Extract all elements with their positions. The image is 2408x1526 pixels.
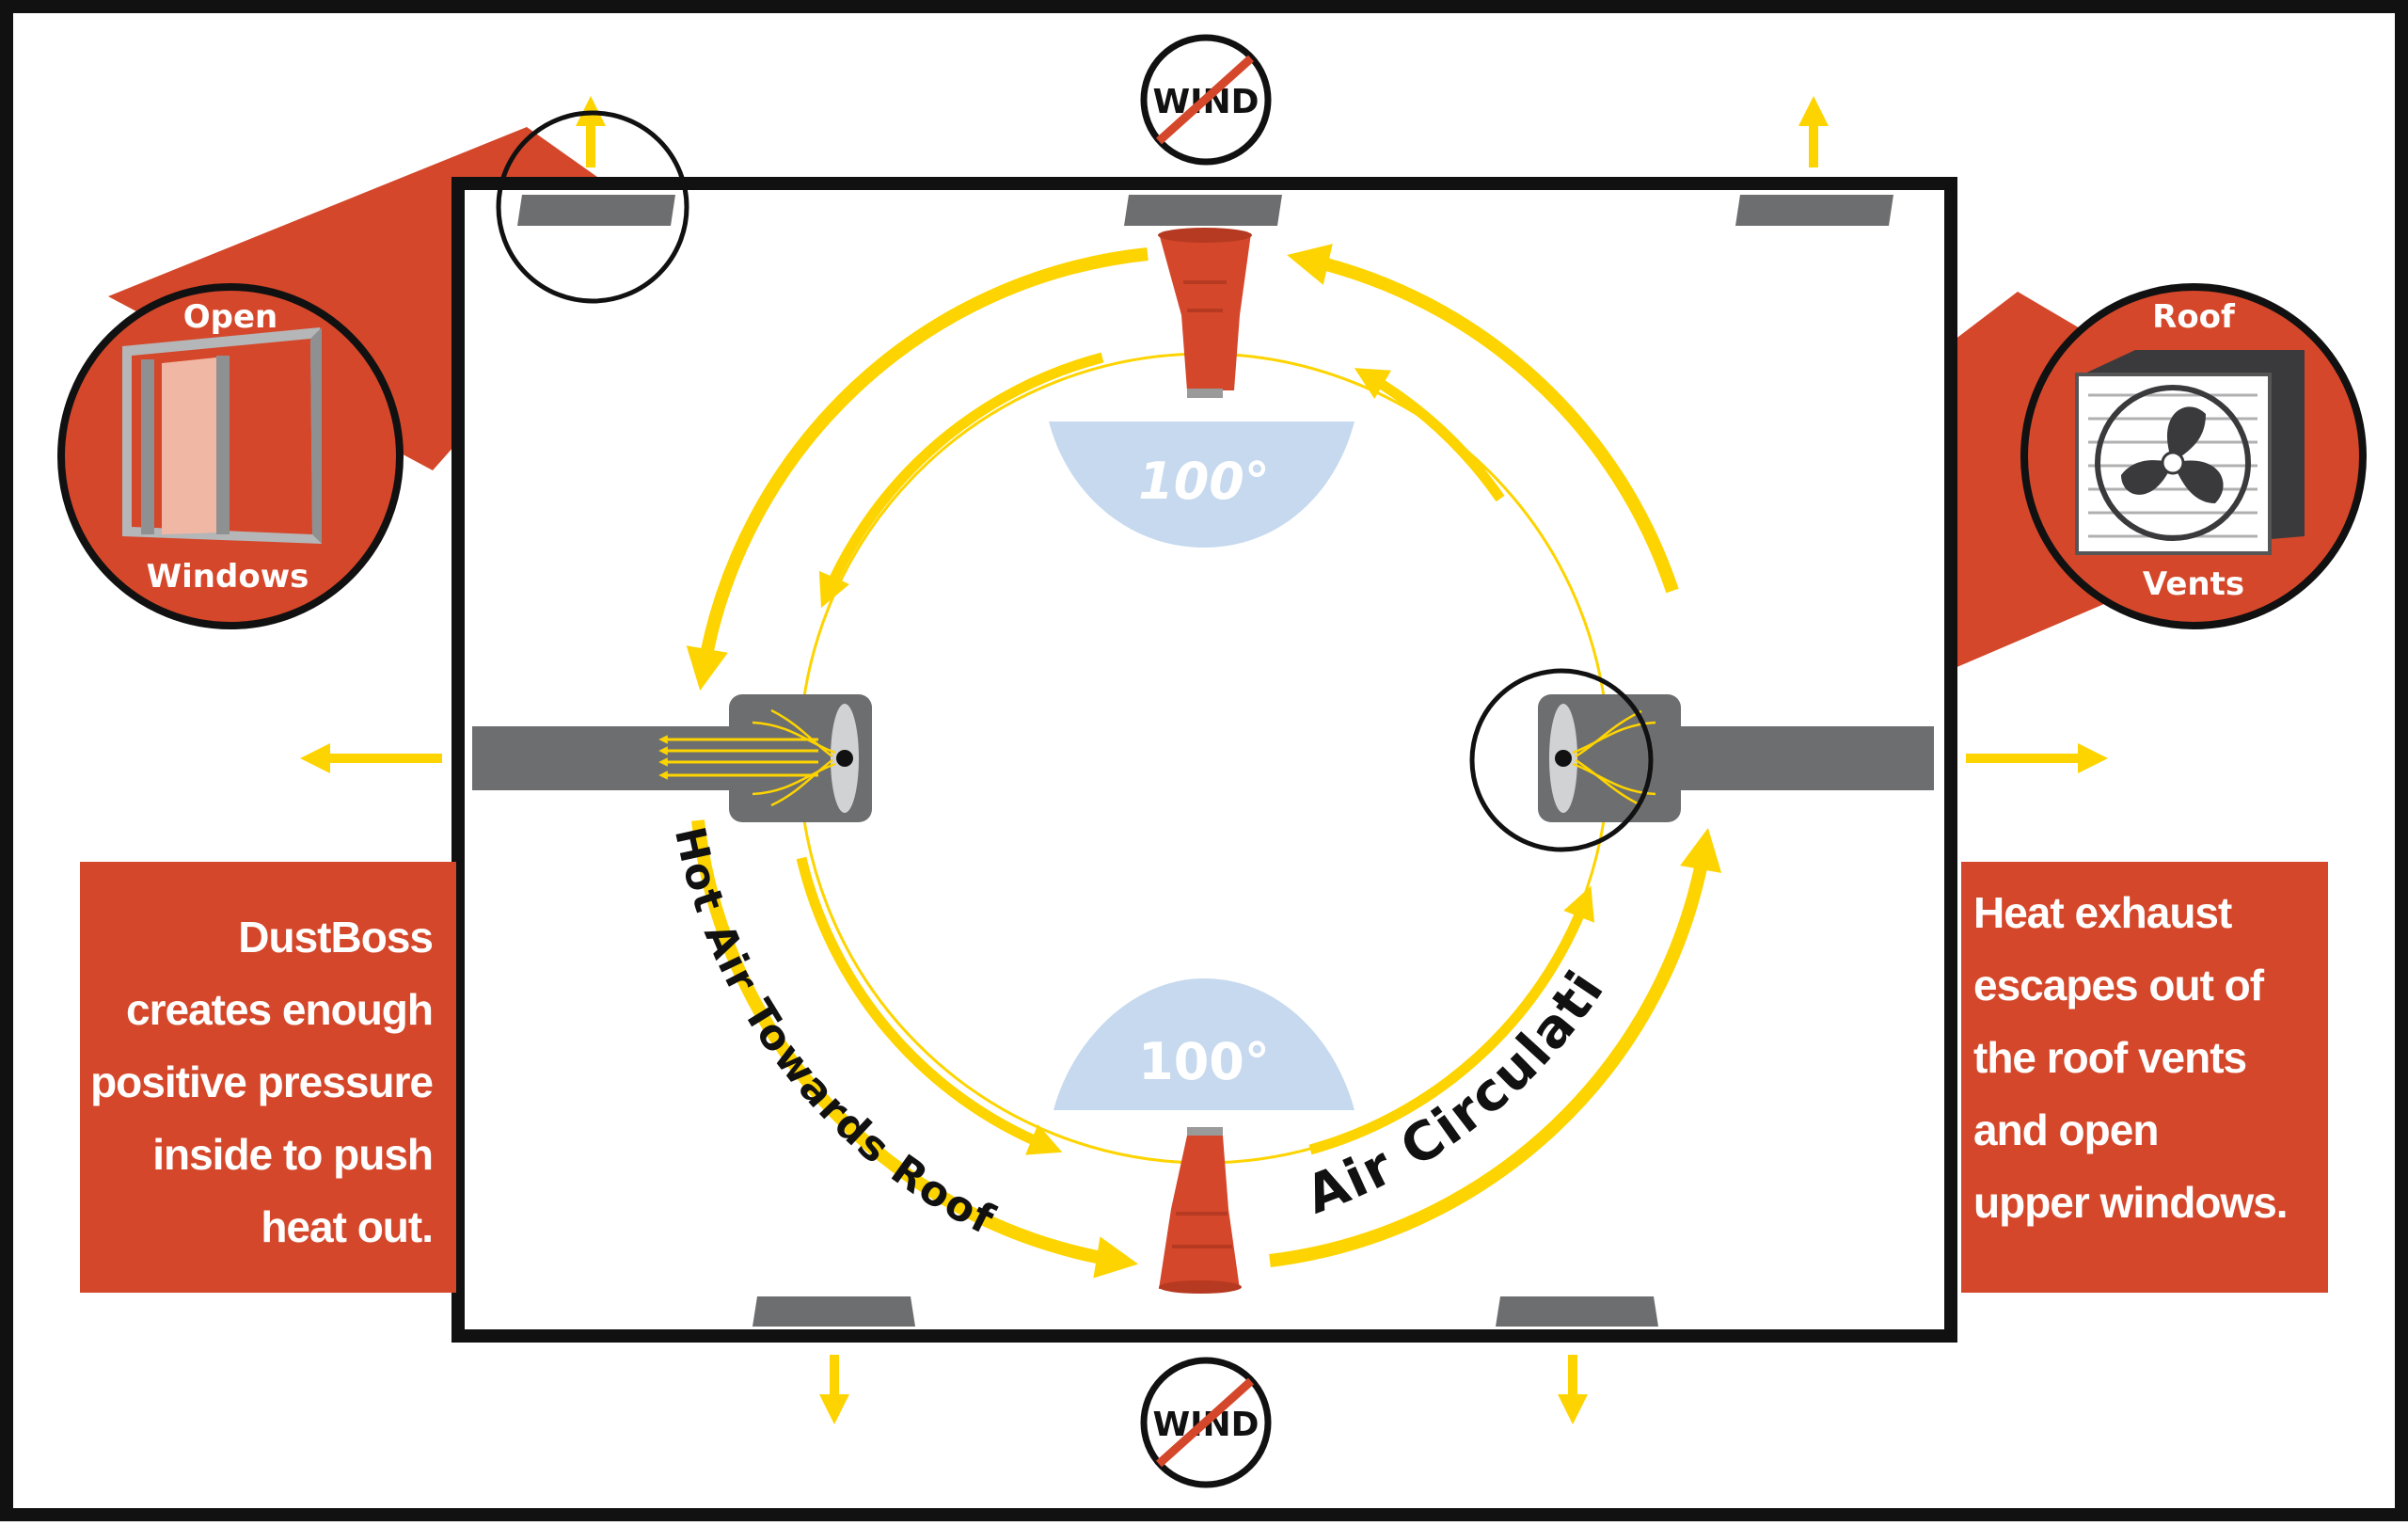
right-info-box	[1961, 862, 2328, 1293]
vents-magnifier	[1469, 668, 1654, 852]
roof-label: Roof	[2152, 298, 2236, 336]
left-info-line: creates enough	[126, 985, 434, 1034]
roof-vents-callout: Roof Vents	[2020, 283, 2367, 629]
left-info-text: DustBoss creates enough positive pressur…	[80, 901, 434, 1264]
left-info-line: positive pressure	[90, 1057, 434, 1106]
exhaust-arrows	[299, 95, 2109, 1425]
cool-zone-bottom	[1054, 978, 1354, 1110]
temperature-top: 100°	[1138, 452, 1270, 511]
cool-zone-top	[1049, 421, 1354, 548]
left-info-box	[80, 862, 456, 1293]
right-info-line: escapes out of	[1973, 961, 2264, 1009]
window-icon	[122, 327, 322, 544]
open-windows-callout: Open Windows	[57, 283, 404, 629]
fan-left	[472, 694, 872, 822]
right-info-line: and open	[1973, 1105, 2159, 1154]
dustboss-bottom	[1159, 1127, 1242, 1294]
right-info-line: upper windows.	[1973, 1178, 2289, 1227]
open-label: Open	[183, 298, 278, 336]
right-info-line: Heat exhaust	[1973, 888, 2232, 937]
outer-airflow-arrows	[686, 244, 1722, 1279]
left-info-line: heat out.	[261, 1202, 434, 1251]
upper-windows	[517, 195, 1893, 226]
no-wind-badge-top: WIND	[1140, 34, 1272, 166]
temperature-bottom: 100°	[1138, 1032, 1270, 1091]
vents-label: Vents	[2143, 565, 2244, 603]
left-info-line: inside to push	[152, 1130, 434, 1179]
windows-magnifier	[496, 110, 689, 304]
lower-windows	[752, 1296, 1658, 1327]
right-info-line: the roof vents	[1973, 1033, 2247, 1082]
left-info-line: DustBoss	[238, 913, 434, 962]
right-info-text: Heat exhaust escapes out of the roof ven…	[1973, 877, 2336, 1239]
no-wind-badge-bottom: WIND	[1140, 1357, 1272, 1488]
roof-vent-fan-icon	[2075, 350, 2305, 555]
inner-airflow-arrows	[796, 352, 1594, 1155]
windows-label: Windows	[147, 558, 309, 596]
dustboss-top	[1158, 228, 1252, 398]
